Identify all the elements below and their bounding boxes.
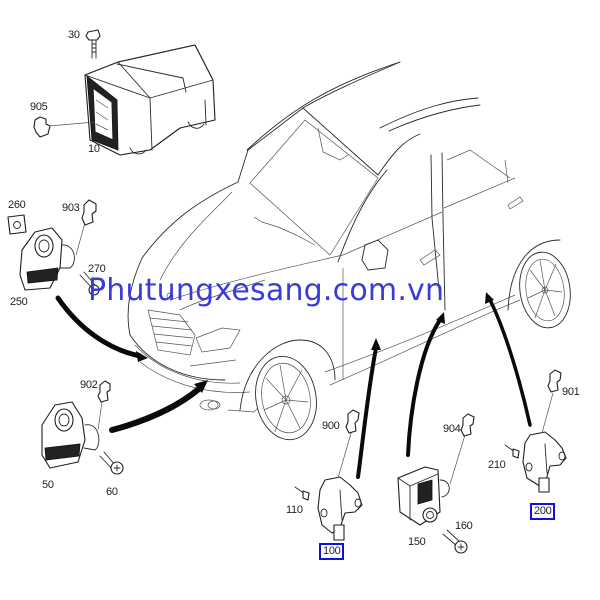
callout-110: 110 <box>286 504 303 516</box>
callout-160: 160 <box>455 520 473 532</box>
part-60-screw <box>99 451 124 475</box>
callout-904: 904 <box>443 423 461 435</box>
part-901-connector <box>547 369 562 393</box>
callout-270: 270 <box>88 263 106 275</box>
part-270-screw <box>79 271 100 296</box>
part-900-connector <box>345 409 360 434</box>
callout-60: 60 <box>106 486 118 498</box>
part-250-front-sensor <box>19 211 89 291</box>
callout-902: 902 <box>80 379 98 391</box>
part-200-side-sensor <box>522 392 567 493</box>
part-903-connector <box>81 199 97 226</box>
callout-905: 905 <box>30 101 48 113</box>
part-210-screw <box>504 444 520 459</box>
front-grille <box>147 292 196 356</box>
part-904-connector <box>460 413 475 437</box>
part-10-control-unit <box>84 44 216 156</box>
part-160-screw <box>442 529 468 554</box>
callout-100-highlighted: 100 <box>319 543 345 560</box>
watermark-text: Phutungxesang.com.vn <box>88 273 445 308</box>
part-100-side-sensor <box>317 429 363 541</box>
rear-wheel <box>519 251 571 329</box>
part-110-screw <box>294 486 310 501</box>
part-260-clip <box>7 214 27 235</box>
location-arrows <box>55 292 532 479</box>
callout-903: 903 <box>62 202 80 214</box>
callout-250: 250 <box>10 296 28 308</box>
callout-10: 10 <box>88 143 100 155</box>
part-150-side-sensor <box>397 434 466 526</box>
callout-30: 30 <box>68 29 80 41</box>
part-902-connector <box>97 380 111 403</box>
part-905-connector <box>33 116 96 138</box>
callout-901: 901 <box>562 386 580 398</box>
callout-210: 210 <box>488 459 506 471</box>
callout-900: 900 <box>322 420 340 432</box>
part-30-screw <box>85 29 101 59</box>
front-wheel <box>255 355 317 441</box>
callout-200-highlighted: 200 <box>530 503 556 520</box>
part-50-front-sensor <box>41 394 104 469</box>
callout-50: 50 <box>42 479 54 491</box>
callout-150: 150 <box>408 536 426 548</box>
car-outline <box>127 61 571 441</box>
callout-260: 260 <box>8 199 26 211</box>
